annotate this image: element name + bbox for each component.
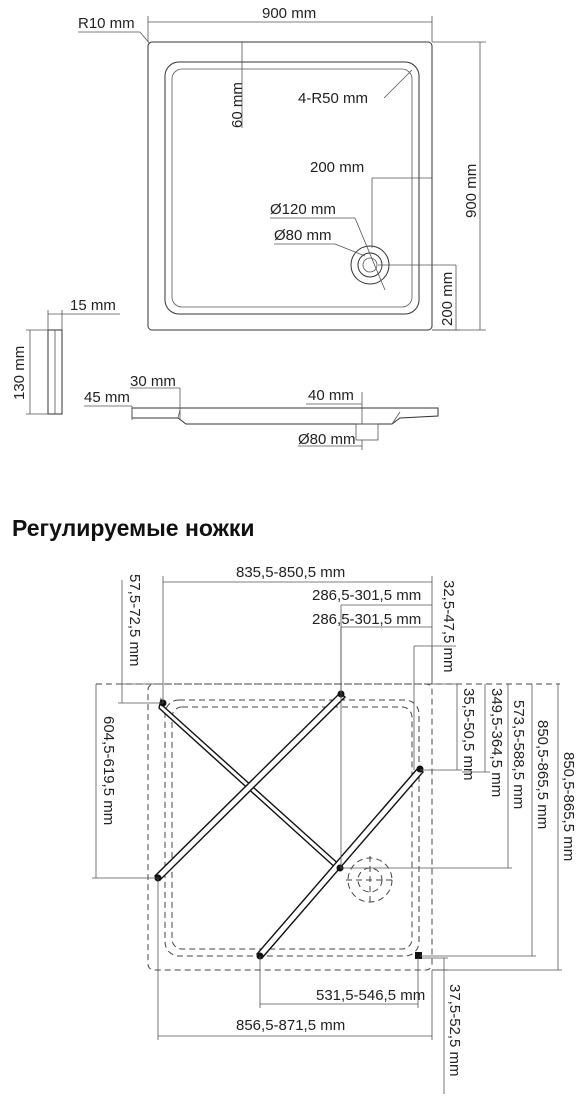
dim-835: 835,5-850,5 mm	[236, 564, 345, 581]
tray-basin-dashed	[171, 706, 413, 950]
dim-drain-80: Ø80 mm	[298, 431, 356, 448]
top-view: 900 mm R10 mm 60 mm 4-R50 mm 200 mm Ø120…	[78, 5, 486, 331]
dim-right-35: 35,5-50,5 mm	[460, 688, 477, 781]
dim-drain-offset-x: 200 mm	[310, 159, 364, 176]
dim-bottom-37: 37,5-52,5 mm	[446, 984, 463, 1077]
dim-drain-offset-y: 200 mm	[439, 272, 456, 326]
dim-side-130: 130 mm	[11, 346, 28, 400]
leg-bar-3	[255, 767, 425, 959]
dim-left-57: 57,5-72,5 mm	[126, 574, 143, 667]
dim-width-900: 900 mm	[262, 5, 316, 22]
tray-inner-dashed	[164, 699, 420, 957]
dim-drain-outer: Ø120 mm	[270, 201, 336, 218]
drain-core-circle	[362, 257, 378, 273]
dim-inner-radius: 4-R50 mm	[298, 90, 368, 107]
dim-height-900: 900 mm	[463, 164, 480, 218]
dim-bottom-531: 531,5-546,5 mm	[316, 987, 425, 1004]
dim-right-850: 850,5-865,5 mm	[534, 720, 551, 829]
dim-right-349: 349,5-364,5 mm	[488, 688, 505, 797]
dim-right-32: 32,5-47,5 mm	[440, 580, 457, 673]
drain-section	[355, 423, 379, 441]
support-point	[415, 952, 422, 959]
dim-bottom-856: 856,5-871,5 mm	[236, 1017, 345, 1034]
dim-286-a: 286,5-301,5 mm	[312, 587, 421, 604]
legs-heading: Регулируемые ножки	[12, 515, 255, 541]
tray-section	[131, 407, 439, 425]
leg-bar-2	[153, 692, 347, 881]
tray-inner-outer	[164, 61, 420, 315]
section-view: 15 mm 130 mm 30 mm 45 mm 40 mm Ø80 mm	[11, 297, 439, 450]
dim-corner-radius: R10 mm	[78, 15, 135, 32]
dim-right-850b: 850,5-865,5 mm	[560, 752, 577, 861]
legs-view: 835,5-850,5 mm 286,5-301,5 mm 286,5-301,…	[92, 564, 577, 1094]
dim-offset-45: 45 mm	[84, 389, 130, 406]
tray-inner-basin	[171, 68, 413, 308]
dim-right-573: 573,5-588,5 mm	[510, 700, 527, 809]
tray-outline	[147, 41, 433, 331]
dim-left-604: 604,5-619,5 mm	[100, 716, 117, 825]
dim-drain-inner: Ø80 mm	[274, 227, 332, 244]
dim-286-b: 286,5-301,5 mm	[312, 611, 421, 628]
dim-inner-offset-60: 60 mm	[229, 82, 246, 128]
dim-drain-depth-40: 40 mm	[308, 387, 354, 404]
dim-offset-30: 30 mm	[130, 373, 176, 390]
dim-rim-15: 15 mm	[70, 297, 116, 314]
leg-foot-5	[416, 765, 424, 773]
